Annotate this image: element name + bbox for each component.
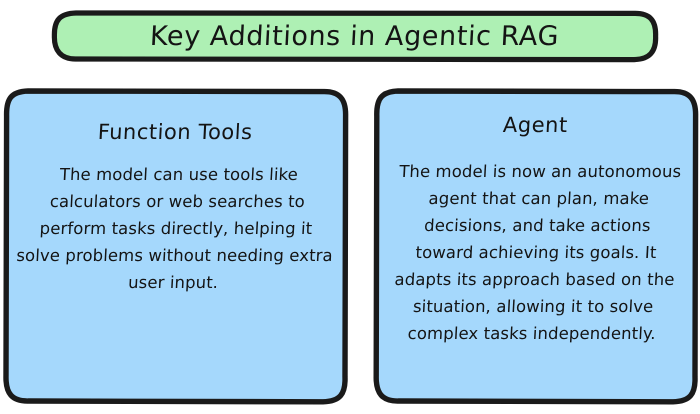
card-body-line: The model can use tools like — [59, 165, 299, 184]
card-body-function-tools: The model can use tools like calculators… — [0, 161, 363, 296]
page-title: Key Additions in Agentic RAG — [149, 20, 561, 52]
card-body-line: user input. — [127, 273, 219, 292]
card-body-line: The model is now an autonomous — [398, 162, 682, 181]
card-body-line: complex tasks independently. — [407, 324, 657, 343]
card-body-agent: The model is now an autonomous agent tha… — [361, 158, 700, 347]
card-heading-agent: Agent — [502, 113, 569, 137]
card-body-line: solve problems without needing extra — [15, 246, 334, 265]
title-banner: Key Additions in Agentic RAG — [54, 12, 656, 60]
card-function-tools: Function Tools The model can use tools l… — [6, 90, 346, 402]
card-agent: Agent The model is now an autonomous age… — [376, 90, 696, 402]
card-body-line: decisions, and take actions — [423, 216, 652, 235]
card-body-line: situation, allowing it to solve — [412, 297, 654, 316]
card-body-line: perform tasks directly, helping it — [39, 219, 313, 238]
card-body-line: adapts its approach based on the — [394, 270, 676, 289]
card-body-line: toward achieving its goals. It — [415, 243, 657, 262]
card-body-line: calculators or web searches to — [49, 192, 306, 211]
card-heading-function-tools: Function Tools — [97, 120, 254, 144]
card-body-line: agent that can plan, make — [428, 189, 650, 208]
